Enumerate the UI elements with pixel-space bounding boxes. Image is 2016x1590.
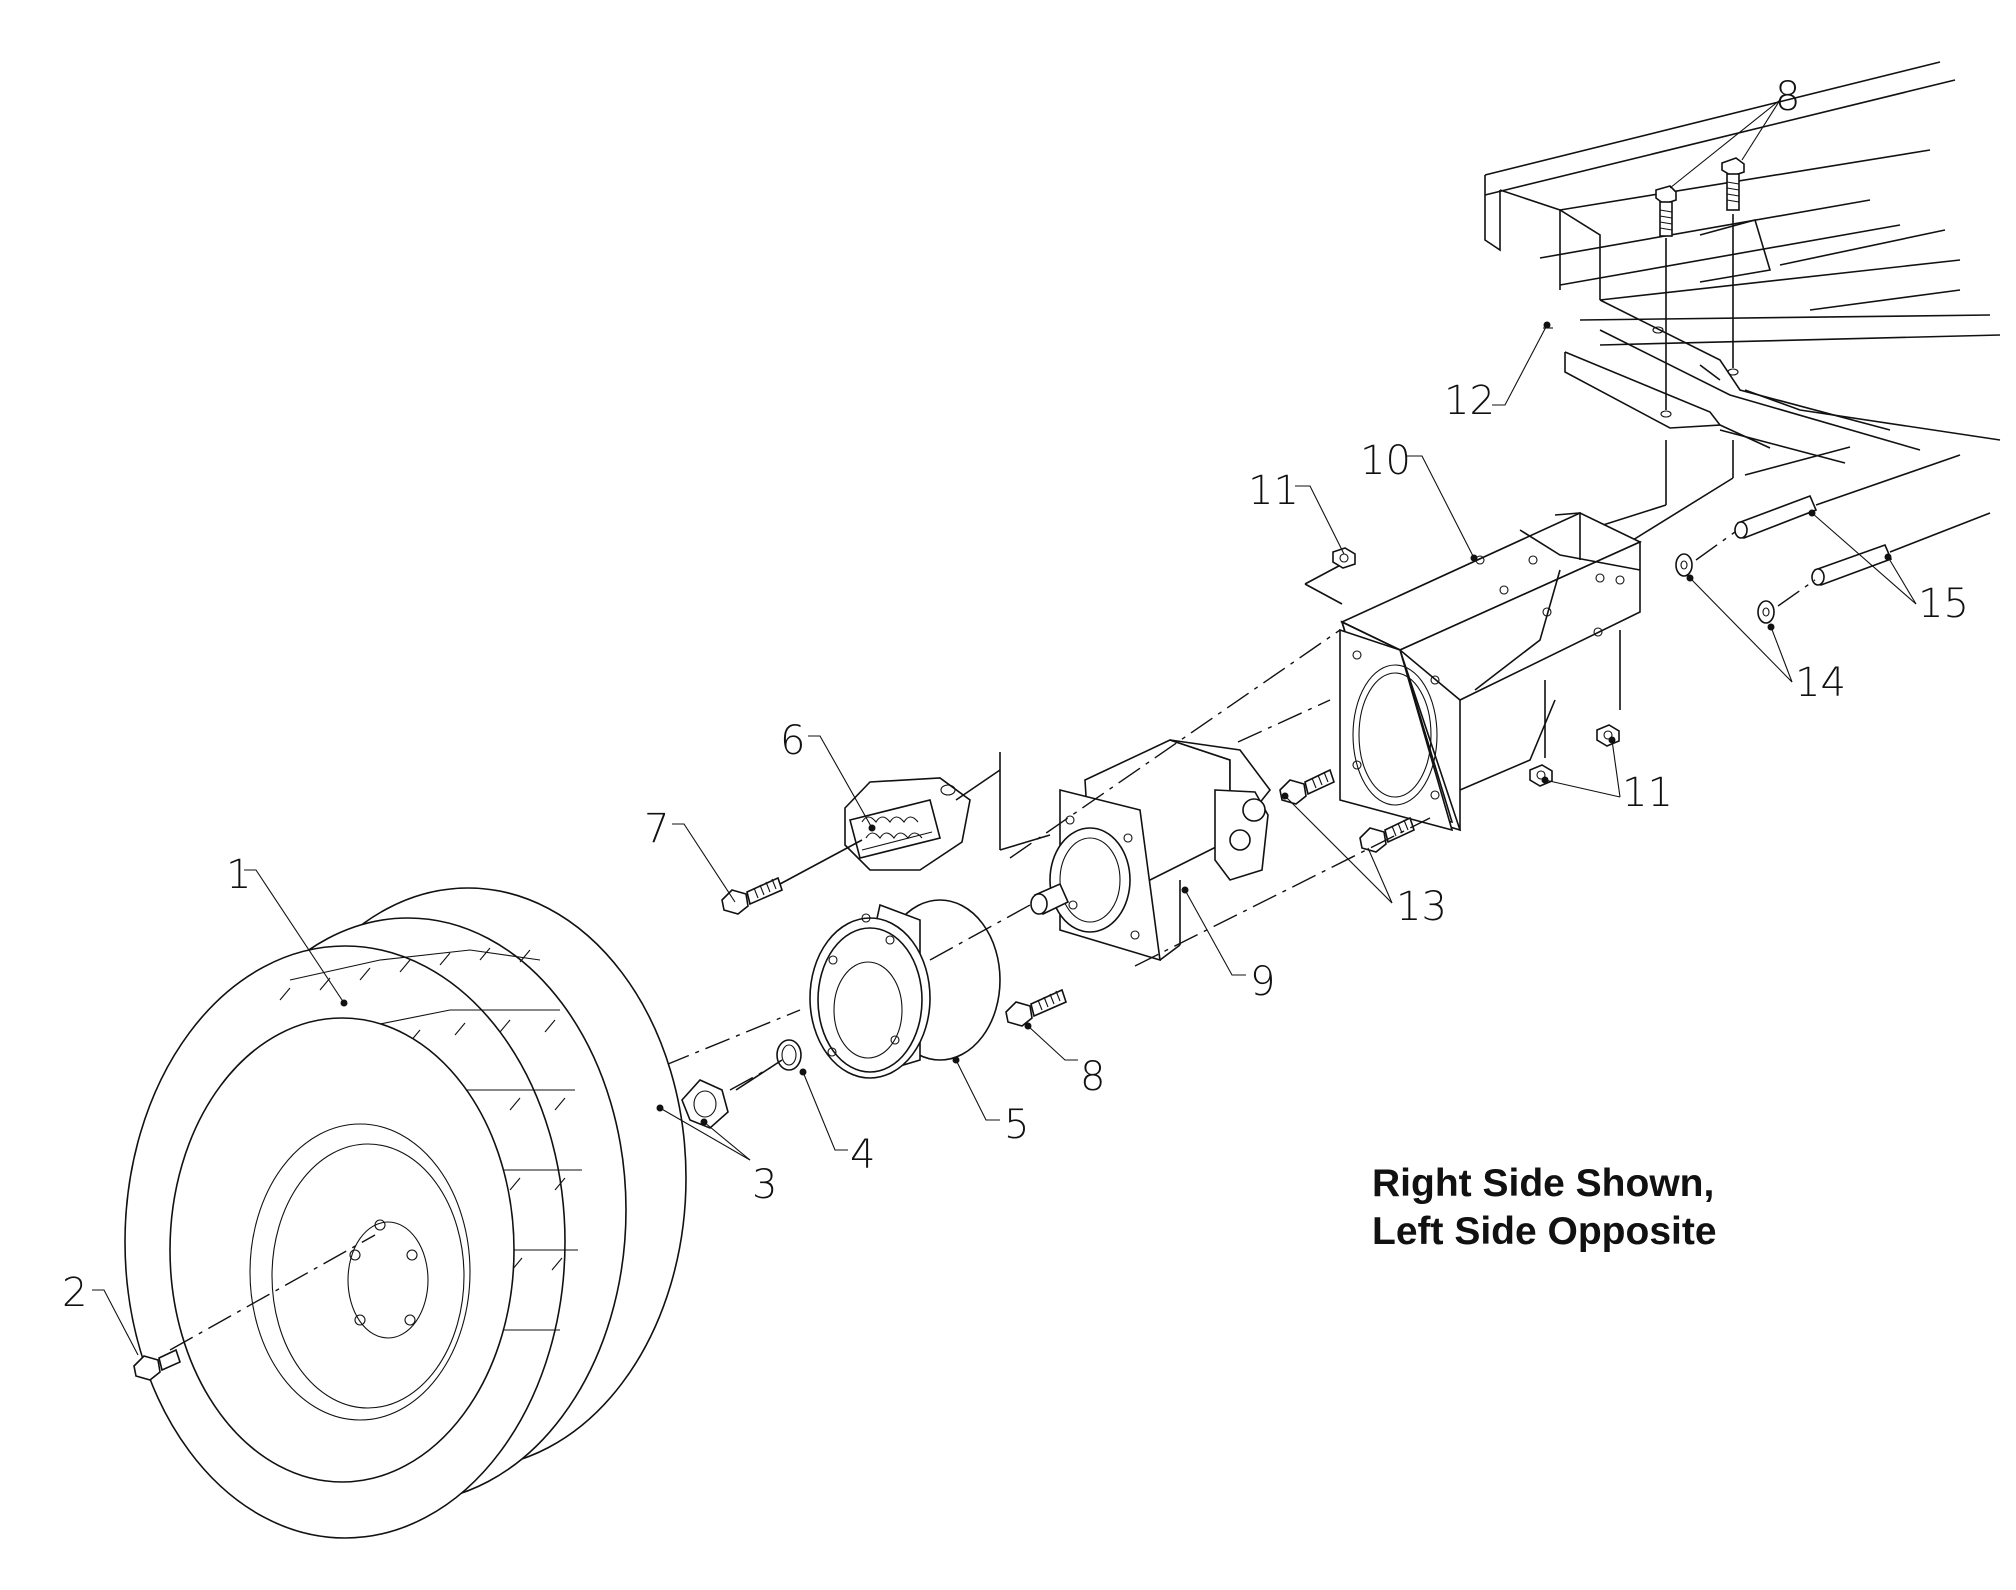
bolt-8-lower xyxy=(1005,988,1067,1027)
callout-9: 9 xyxy=(1250,959,1275,1005)
callout-1: 1 xyxy=(226,852,251,898)
bolt-8-top-right xyxy=(1721,157,1745,211)
bracket-part-10 xyxy=(1304,512,1642,832)
pin-15-upper xyxy=(1734,494,1818,540)
callout-7: 7 xyxy=(644,806,669,852)
callout-numbers: 1 2 3 4 5 6 7 8 8 9 10 11 11 12 13 14 15 xyxy=(62,74,1969,1316)
nut-11-bottom-left xyxy=(1529,764,1553,787)
nut-11-bottom-right xyxy=(1596,724,1620,747)
callout-5: 5 xyxy=(1004,1102,1029,1148)
washer-14-upper xyxy=(1675,553,1693,577)
retaining-ring-part-4 xyxy=(776,1039,802,1071)
callout-8-bottom: 8 xyxy=(1080,1054,1105,1100)
callout-11-bottom: 11 xyxy=(1622,770,1673,816)
callout-4: 4 xyxy=(850,1132,875,1178)
callout-2: 2 xyxy=(62,1270,87,1316)
hub-cover-part-6 xyxy=(844,752,1001,871)
callout-3: 3 xyxy=(752,1162,777,1208)
washer-14-lower xyxy=(1757,600,1775,624)
hub-part-5 xyxy=(809,899,1001,1079)
wheel-part-1 xyxy=(124,887,687,1539)
pin-15-lower xyxy=(1811,543,1893,587)
note-line-1: Right Side Shown, xyxy=(1372,1162,1715,1205)
callout-13: 13 xyxy=(1396,884,1447,930)
wheel-bolt-part-2 xyxy=(133,1348,181,1381)
callout-11-top: 11 xyxy=(1248,468,1299,514)
orientation-note: Right Side Shown, Left Side Opposite xyxy=(1372,1160,1717,1256)
nut-11-top xyxy=(1332,547,1356,569)
callout-14: 14 xyxy=(1795,660,1846,706)
callout-12: 12 xyxy=(1444,378,1495,424)
leader-lines xyxy=(92,99,1917,1356)
note-line-2: Left Side Opposite xyxy=(1372,1210,1717,1253)
spindle-housing-part-9 xyxy=(1030,739,1272,962)
callout-10: 10 xyxy=(1360,438,1411,484)
callout-15: 15 xyxy=(1918,581,1969,627)
bolt-8-top-left xyxy=(1655,185,1677,237)
callout-8-top: 8 xyxy=(1775,74,1800,120)
bolt-13-lower xyxy=(1359,816,1415,853)
callout-6: 6 xyxy=(780,718,805,764)
frame-part-12 xyxy=(1484,61,2001,476)
